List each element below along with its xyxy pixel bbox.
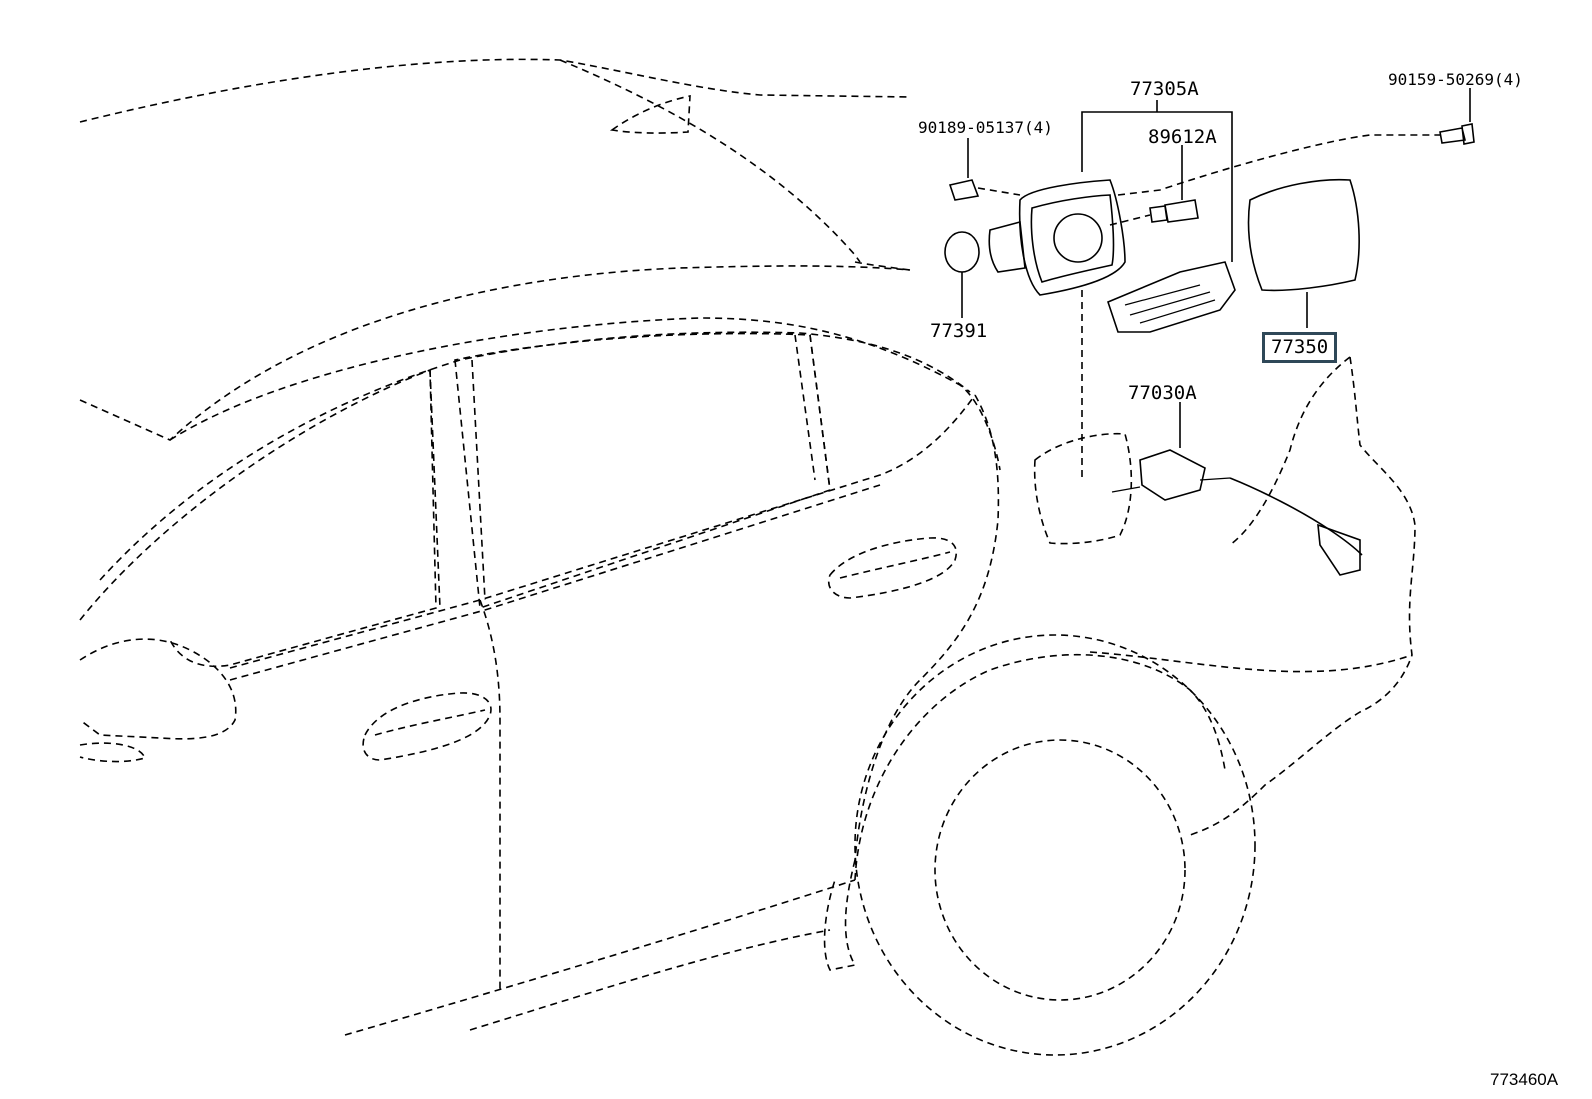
fuel-inlet-box (1018, 179, 1126, 296)
rocker-line-2 (469, 929, 831, 1031)
fuel-inlet-ring (1053, 213, 1103, 263)
wheel-inner (934, 739, 1186, 1001)
roof-rear-edge (854, 261, 911, 271)
quarter-panel (1189, 356, 1416, 836)
front-door-handle (828, 537, 957, 599)
front-door-bottom (79, 742, 147, 763)
clip-90189 (948, 179, 980, 201)
fuel-lid-77350 (1247, 178, 1360, 292)
b-pillar (429, 359, 486, 609)
pin-dash-line (1109, 214, 1151, 226)
c-pillar (794, 334, 831, 491)
fuel-inlet-housing-neck (988, 220, 1026, 273)
screw-dash-line (1117, 134, 1440, 196)
callout-90159-50269[interactable]: 90159-50269(4) (1388, 70, 1523, 89)
screw-90159 (1439, 123, 1475, 145)
window-frame-outer (169, 317, 1001, 471)
lock-pin-89612A (1149, 199, 1199, 223)
callout-89612A[interactable]: 89612A (1148, 126, 1217, 148)
cable-end (1317, 523, 1361, 576)
mudflap (823, 859, 857, 971)
front-door-handle-inner (839, 551, 951, 579)
release-cable (1229, 477, 1363, 556)
shark-fin-antenna (609, 95, 691, 134)
wheel-outer (854, 634, 1256, 1056)
fuel-inlet-box-inner (1030, 194, 1115, 283)
figure-reference: 773460A (1490, 1070, 1559, 1089)
fuel-door-opening (1033, 432, 1133, 545)
quarter-upper (1229, 356, 1351, 546)
belt-line (229, 394, 976, 669)
fuel-lid-lock-77030A (1139, 449, 1206, 501)
front-window (79, 368, 437, 667)
bumper-line (1089, 651, 1413, 673)
rear-glass-outline (559, 59, 861, 263)
callout-77391[interactable]: 77391 (930, 320, 988, 342)
greenhouse-outline (79, 265, 911, 441)
side-mirror (79, 638, 237, 740)
rear-door-handle (362, 692, 492, 761)
rear-door-rear-edge (854, 394, 1000, 861)
rear-window (454, 332, 831, 610)
window-frame-inner (99, 331, 971, 581)
clip-dash-line (977, 187, 1021, 196)
rear-door-shutline (479, 599, 501, 990)
belt-line-lower (229, 484, 881, 681)
roof-outline (79, 58, 911, 123)
actuator-assembly (1107, 261, 1236, 333)
rear-door-handle-inner (374, 709, 486, 736)
wheel-arch (854, 653, 1226, 881)
rocker-line (344, 879, 856, 1036)
lock-detail (1111, 477, 1231, 493)
callout-77350-highlighted[interactable]: 77350 (1262, 332, 1338, 363)
callout-90189-05137[interactable]: 90189-05137(4) (918, 118, 1053, 137)
o-ring-77391 (944, 231, 980, 273)
callout-77305A[interactable]: 77305A (1130, 78, 1199, 100)
actuator-detail (1124, 284, 1216, 324)
callout-77030A[interactable]: 77030A (1128, 382, 1197, 404)
